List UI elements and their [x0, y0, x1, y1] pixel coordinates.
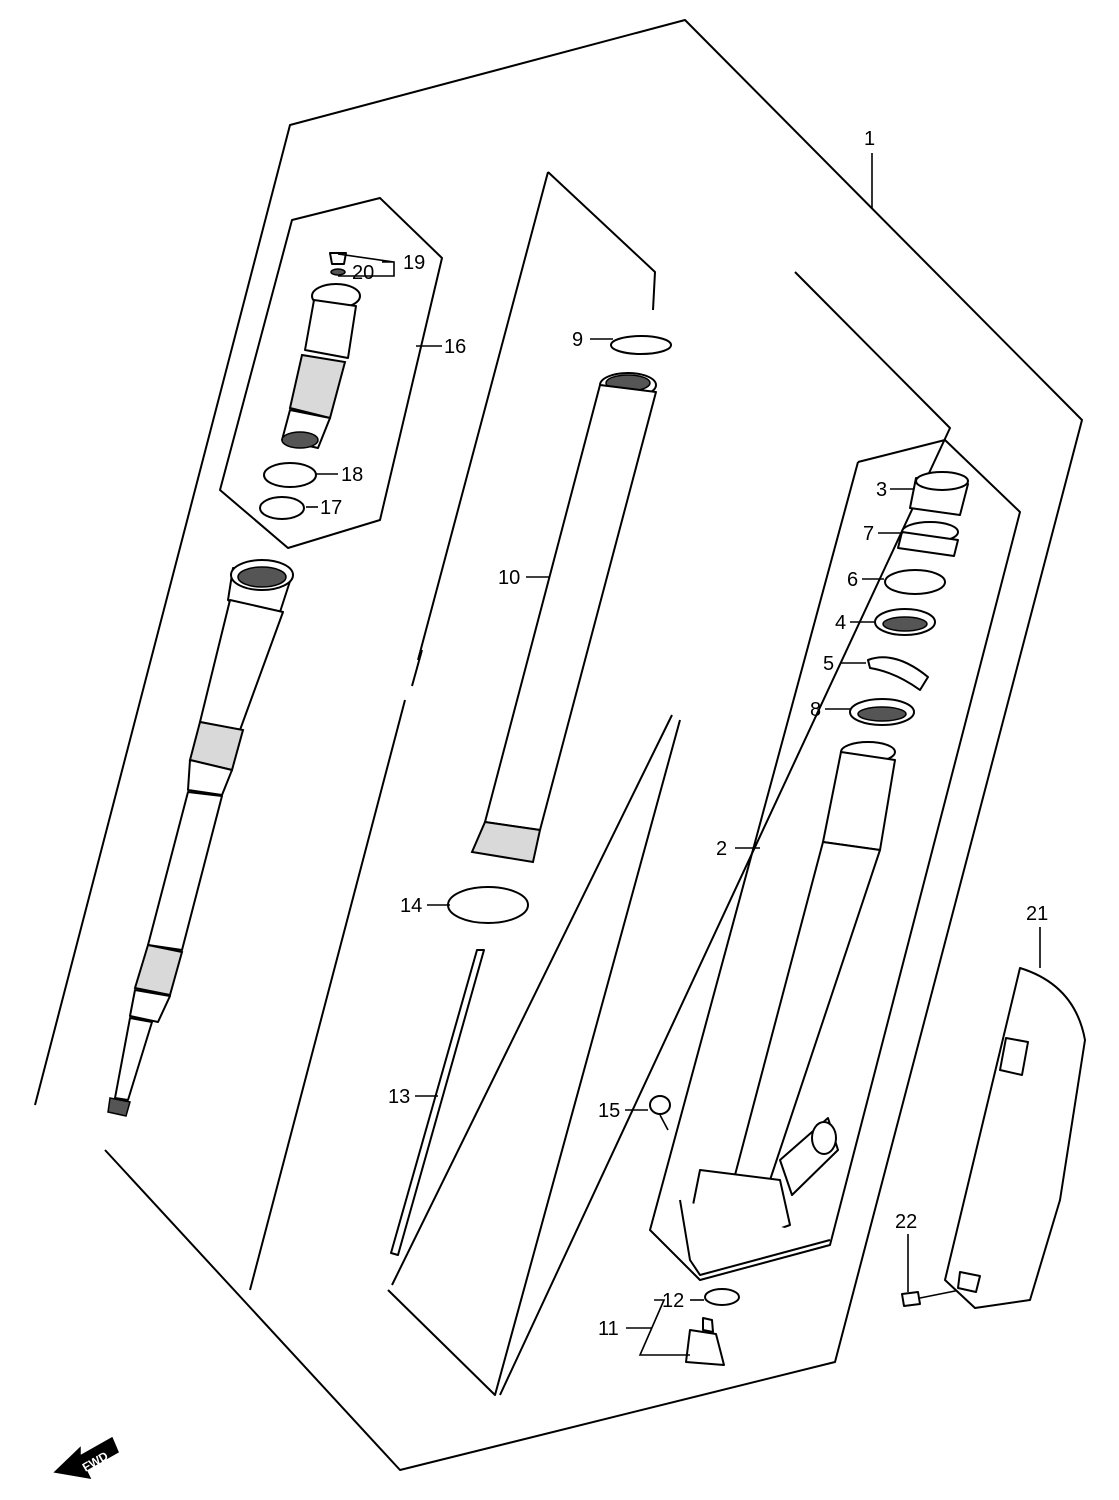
outer-tube-parts — [679, 471, 969, 1276]
group-outlines — [34, 19, 1083, 1471]
callout-3: 3 — [876, 479, 887, 501]
callout-labels: 1 2 3 4 5 6 7 8 9 10 11 12 13 14 15 16 1… — [320, 128, 1048, 1340]
callout-4: 4 — [835, 612, 846, 634]
callout-6: 6 — [847, 569, 858, 591]
sub-assembly-16-outline — [219, 197, 443, 549]
inner-tube-group-outline-lower — [387, 714, 681, 1396]
callout-18: 18 — [341, 464, 363, 486]
callout-2: 2 — [716, 838, 727, 860]
callout-9: 9 — [572, 329, 583, 351]
callout-13: 13 — [388, 1086, 410, 1108]
callout-7: 7 — [863, 523, 874, 545]
callout-12: 12 — [662, 1290, 684, 1312]
bushing-group-outline — [649, 439, 1021, 1281]
inner-tube — [390, 335, 672, 1256]
outer-tube-group-outline — [499, 271, 951, 1396]
leader-lines — [306, 153, 1041, 1356]
callout-14: 14 — [400, 895, 422, 917]
damper-rod-assembly — [107, 559, 294, 1117]
callout-17: 17 — [320, 497, 342, 519]
forward-direction-arrow-icon: FWD — [53, 1436, 119, 1479]
callout-16: 16 — [444, 336, 466, 358]
callout-20: 20 — [352, 262, 374, 284]
valve-assembly — [259, 252, 361, 520]
callout-11: 11 — [598, 1318, 619, 1340]
assembly-1-outline — [34, 19, 1083, 1471]
callout-21: 21 — [1026, 903, 1048, 925]
callout-15: 15 — [598, 1100, 620, 1122]
inner-tube-group-outline — [249, 171, 656, 1291]
callout-10: 10 — [498, 567, 520, 589]
fork-guard — [944, 967, 1086, 1309]
callout-1: 1 — [864, 128, 875, 150]
fasteners — [649, 1095, 961, 1366]
callout-22: 22 — [895, 1211, 917, 1233]
callout-19: 19 — [403, 252, 425, 274]
callout-5: 5 — [823, 653, 834, 675]
callout-8: 8 — [810, 699, 821, 721]
